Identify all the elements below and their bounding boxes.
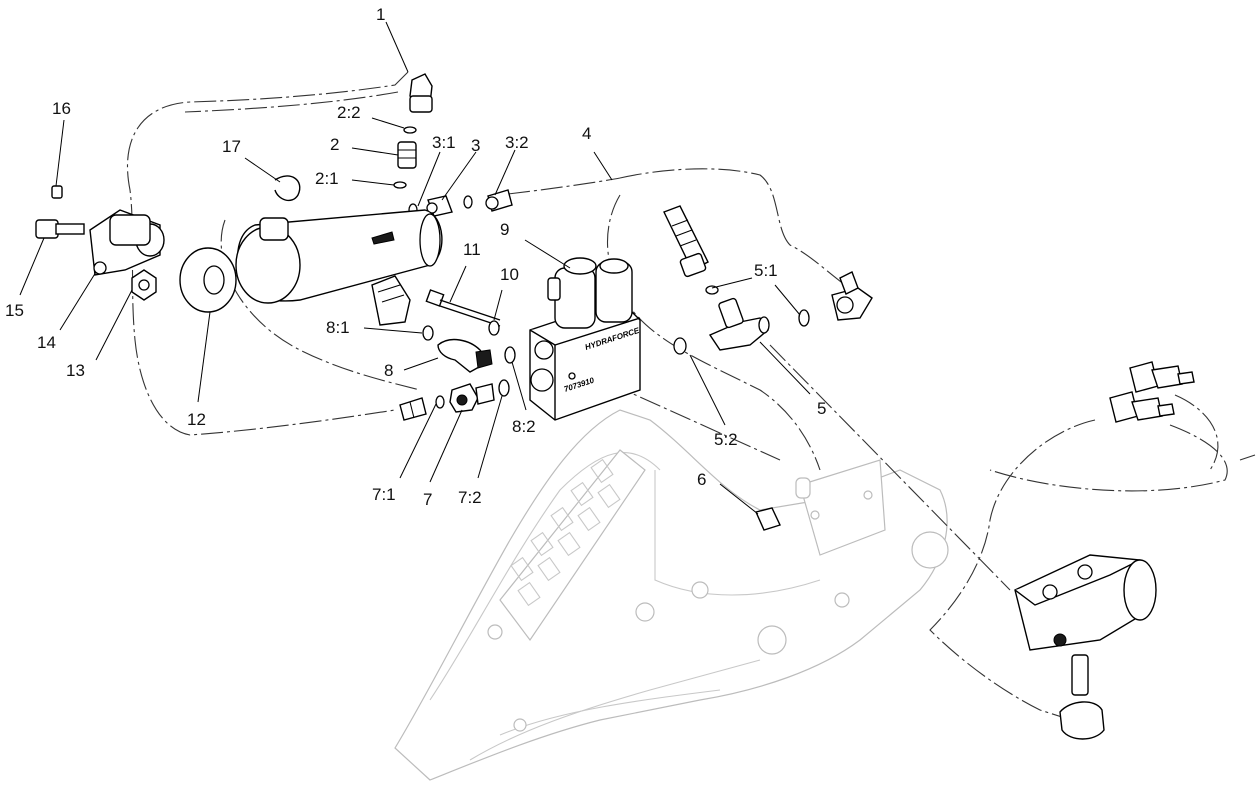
adapter-2	[397, 141, 417, 169]
o-ring-7-1	[435, 395, 445, 409]
quick-couplers	[1109, 361, 1195, 423]
tee-fitting-5	[708, 297, 770, 351]
bolt-11	[425, 289, 501, 327]
clevis-14	[89, 209, 165, 276]
callout-6: 6	[697, 470, 706, 489]
callout-4: 4	[582, 124, 591, 143]
bolt-15	[35, 219, 85, 239]
nut-13	[131, 269, 157, 301]
hose-fitting-3-2	[485, 189, 513, 212]
o-ring-5-1b	[798, 309, 810, 327]
o-ring-7-2	[498, 379, 510, 397]
callout-2-1: 2:1	[315, 169, 339, 188]
callout-13: 13	[66, 361, 85, 380]
clip-6	[755, 507, 781, 531]
callout-3: 3	[471, 136, 480, 155]
callout-15: 15	[5, 301, 24, 320]
callout-9: 9	[500, 220, 509, 239]
callout-17: 17	[222, 137, 241, 156]
o-ring-3-2	[463, 195, 473, 209]
o-ring-8-2	[504, 346, 516, 364]
hydraulic-pump	[1014, 554, 1157, 740]
ghost-frame	[394, 409, 949, 781]
callout-2: 2	[330, 135, 339, 154]
callout-3-2: 3:2	[505, 133, 529, 152]
callout-12: 12	[187, 410, 206, 429]
callout-2-2: 2:2	[337, 103, 361, 122]
o-ring-8-1	[422, 325, 434, 341]
callout-5: 5	[817, 399, 826, 418]
washer-10	[488, 320, 500, 336]
callout-labels: 1 2:2 2 2:1 3:1 3 3:2 4 5:1 5 5:2 6 7:1 …	[5, 5, 826, 509]
o-ring-2-2	[403, 126, 417, 134]
adapter-7	[449, 383, 495, 413]
snap-ring-17	[274, 175, 301, 202]
valve-block-9: HYDRAFORCE 7073910	[529, 299, 641, 421]
grease-fitting-16	[51, 185, 63, 199]
elbow-fitting-1	[409, 73, 433, 113]
callout-8: 8	[384, 361, 393, 380]
callout-5-2: 5:2	[714, 430, 738, 449]
callout-7-2: 7:2	[458, 488, 482, 507]
elbow-fitting-8	[437, 338, 493, 373]
callout-8-2: 8:2	[512, 417, 536, 436]
o-ring-2-1	[393, 181, 407, 189]
callout-10: 10	[500, 265, 519, 284]
hose-fitting-4-upper	[663, 205, 709, 278]
callout-leaders	[19, 21, 811, 515]
ghost-control-panel	[499, 449, 646, 642]
callout-7: 7	[423, 490, 432, 509]
solenoid-coil-9	[547, 257, 633, 329]
callout-14: 14	[37, 333, 56, 352]
adapter-3	[426, 195, 453, 217]
hose-end-7-1	[399, 397, 427, 421]
callout-16: 16	[52, 99, 71, 118]
callout-8-1: 8:1	[326, 318, 350, 337]
hydraulic-cylinder	[235, 209, 443, 326]
callout-7-1: 7:1	[372, 485, 396, 504]
o-ring-5-2	[673, 337, 687, 355]
elbow-fitting-5-1	[831, 271, 873, 321]
callout-3-1: 3:1	[432, 133, 456, 152]
callout-5-1: 5:1	[754, 261, 778, 280]
callout-1: 1	[376, 5, 385, 24]
o-ring-5-1a	[705, 285, 719, 295]
callout-11: 11	[463, 240, 481, 259]
wiper-ring-12	[179, 247, 237, 313]
